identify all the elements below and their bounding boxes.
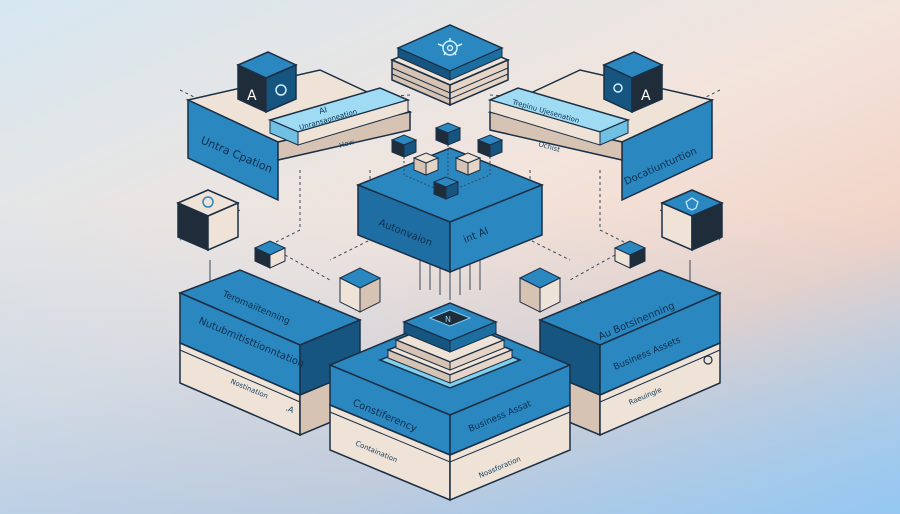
left-mid-cube: [176, 189, 240, 252]
info-icon: [703, 355, 713, 365]
stack-icon-letter: N: [445, 315, 451, 324]
mini-cube: [476, 134, 504, 158]
bug-icon: [613, 83, 623, 93]
top-left-letter-cube: A: [236, 51, 298, 114]
top-left-tag-note: How: [338, 138, 355, 150]
search-icon: [275, 84, 287, 96]
mini-cube: [432, 176, 460, 200]
mini-cube: [412, 152, 440, 176]
right-mid-cube: [660, 189, 724, 252]
top-right-letter-cube: A: [602, 51, 664, 114]
top-right-cube-letter: A: [641, 88, 651, 104]
mini-cube: [454, 152, 482, 176]
shield-icon: [685, 197, 699, 211]
mini-cube: [390, 134, 418, 158]
bottom-center-stack: N: [377, 302, 523, 389]
left-large-note-mark: .A: [284, 404, 295, 416]
mini-cube: [434, 122, 462, 146]
small-left-cube: [253, 240, 287, 269]
small-right-cube: [613, 240, 647, 269]
spiral-icon: [202, 196, 214, 208]
bottom-center-block: Constiferency Business Assat Containatio…: [328, 314, 572, 502]
mini-cube-cluster: [390, 122, 504, 200]
right-flank-cube: [518, 267, 562, 313]
center-block: Autonvaion int AI: [355, 147, 545, 274]
top-left-tag: AI Unransaoneation How: [267, 87, 411, 150]
top-left-cube-letter: A: [247, 88, 257, 104]
left-flank-cube: [338, 267, 382, 313]
top-left-tag-title: AI: [318, 105, 328, 116]
top-right-tag: Trepinu Ujesenation Ochist: [487, 87, 631, 154]
gear-network-icon: [437, 38, 463, 56]
top-center-stack: [390, 24, 510, 107]
